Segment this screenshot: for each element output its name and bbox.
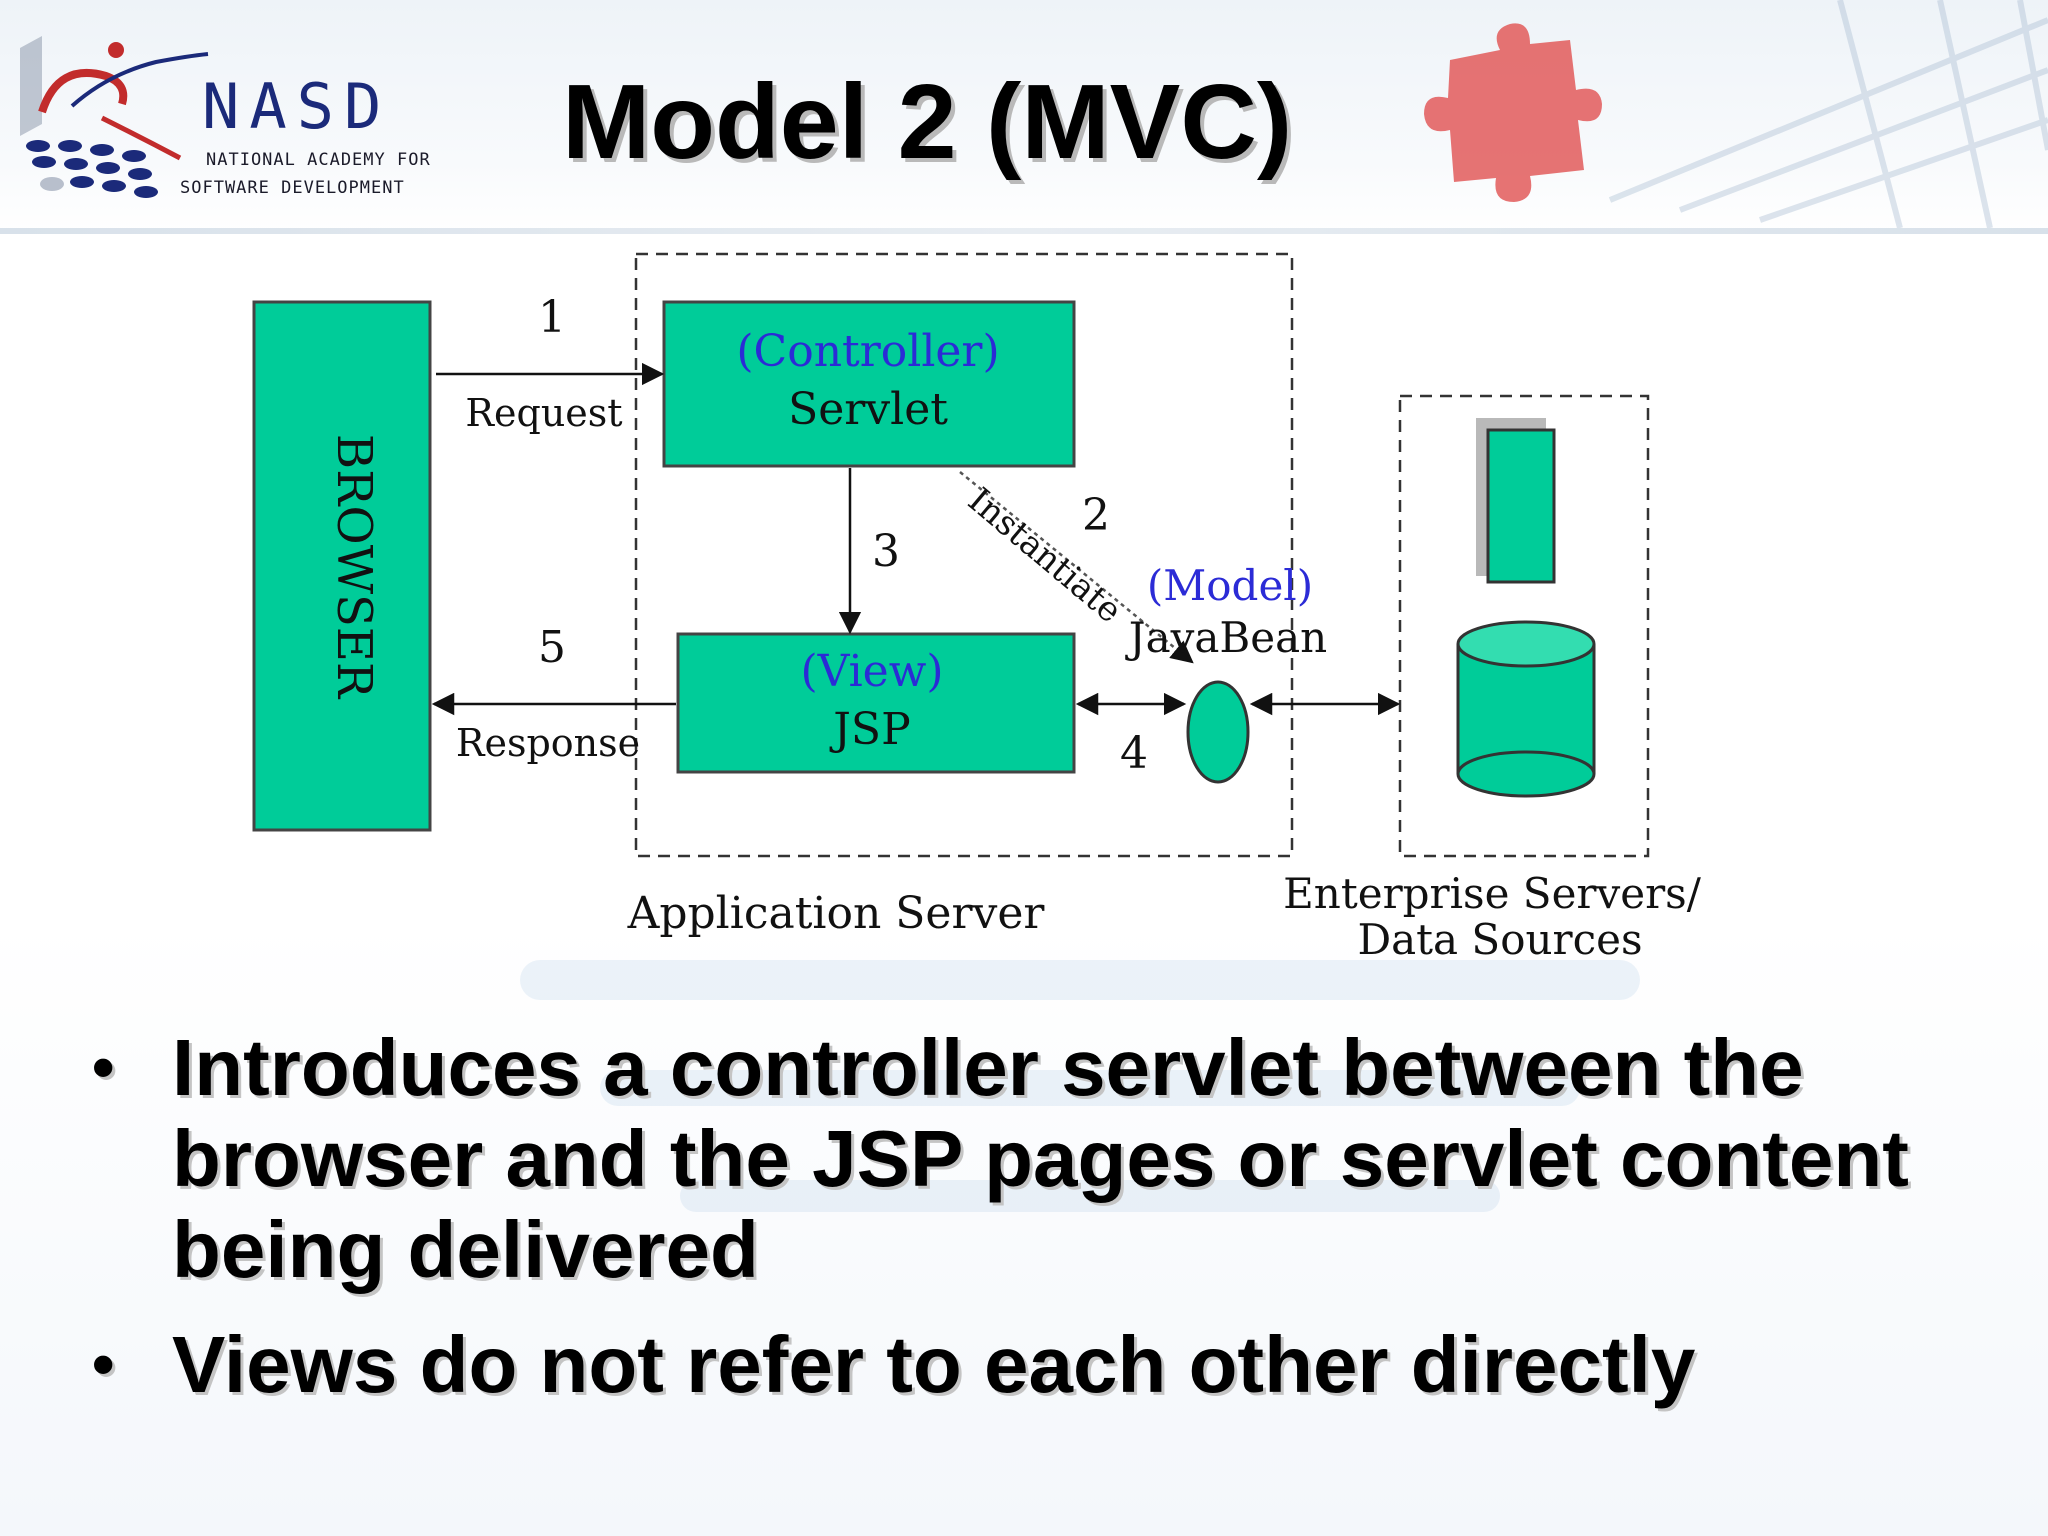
view-role-label: (View) bbox=[800, 646, 943, 697]
enterprise-region bbox=[1398, 394, 1650, 858]
logo-tagline-line2: SOFTWARE DEVELOPMENT bbox=[180, 178, 405, 198]
response-label: Response bbox=[456, 721, 640, 765]
step-2-number: 2 bbox=[1082, 490, 1110, 541]
controller-role-label: (Controller) bbox=[736, 326, 999, 377]
logo-tagline-line1: NATIONAL ACADEMY FOR bbox=[206, 150, 431, 170]
puzzle-decoration-icon bbox=[1424, 0, 2048, 228]
step-5-number: 5 bbox=[538, 622, 566, 673]
step-4-number: 4 bbox=[1120, 728, 1148, 779]
logo-wordmark: NASD bbox=[202, 70, 392, 143]
browser-box bbox=[252, 300, 432, 832]
model-bean-shape bbox=[1186, 680, 1250, 784]
bullet-dot-icon: • bbox=[92, 1328, 115, 1400]
step-1-number: 1 bbox=[538, 292, 566, 343]
application-server-label: Application Server bbox=[627, 888, 1046, 939]
background-watermark bbox=[520, 960, 1640, 1212]
bullet-dot-icon: • bbox=[92, 1031, 115, 1103]
server-icon bbox=[1486, 428, 1556, 584]
database-icon bbox=[1456, 620, 1596, 798]
view-name-label: JSP bbox=[829, 704, 910, 755]
bullet-list: • Introduces a controller servlet betwee… bbox=[92, 1022, 1992, 1434]
step-3-number: 3 bbox=[872, 526, 900, 577]
browser-label: BROWSER bbox=[326, 434, 382, 700]
nasd-logo bbox=[12, 28, 512, 208]
enterprise-label-line2: Data Sources bbox=[1357, 915, 1642, 964]
header-band bbox=[0, 0, 2048, 232]
nasd-swoosh-icon bbox=[20, 36, 209, 198]
enterprise-label-line1: Enterprise Servers/ bbox=[1283, 869, 1702, 918]
bullet-text-1: Introduces a controller servlet between … bbox=[172, 1023, 1909, 1294]
bullet-item-2: • Views do not refer to each other direc… bbox=[92, 1319, 1992, 1410]
bullet-text-2: Views do not refer to each other directl… bbox=[172, 1320, 1696, 1409]
header-divider bbox=[0, 228, 2048, 234]
model-role-label: (Model) bbox=[1147, 561, 1313, 610]
application-server-region bbox=[634, 252, 1294, 858]
controller-box bbox=[662, 300, 1076, 468]
slide-title: Model 2 (MVC) bbox=[562, 63, 1293, 181]
view-box bbox=[676, 632, 1076, 774]
model-name-label: JavaBean bbox=[1125, 613, 1327, 662]
controller-name-label: Servlet bbox=[788, 384, 948, 435]
mvc-diagram: BROWSER (Controller) Servlet (View) JSP … bbox=[252, 252, 1702, 964]
request-label: Request bbox=[465, 391, 622, 435]
bullet-item-1: • Introduces a controller servlet betwee… bbox=[92, 1022, 1992, 1295]
instantiate-arrow bbox=[959, 471, 1194, 664]
